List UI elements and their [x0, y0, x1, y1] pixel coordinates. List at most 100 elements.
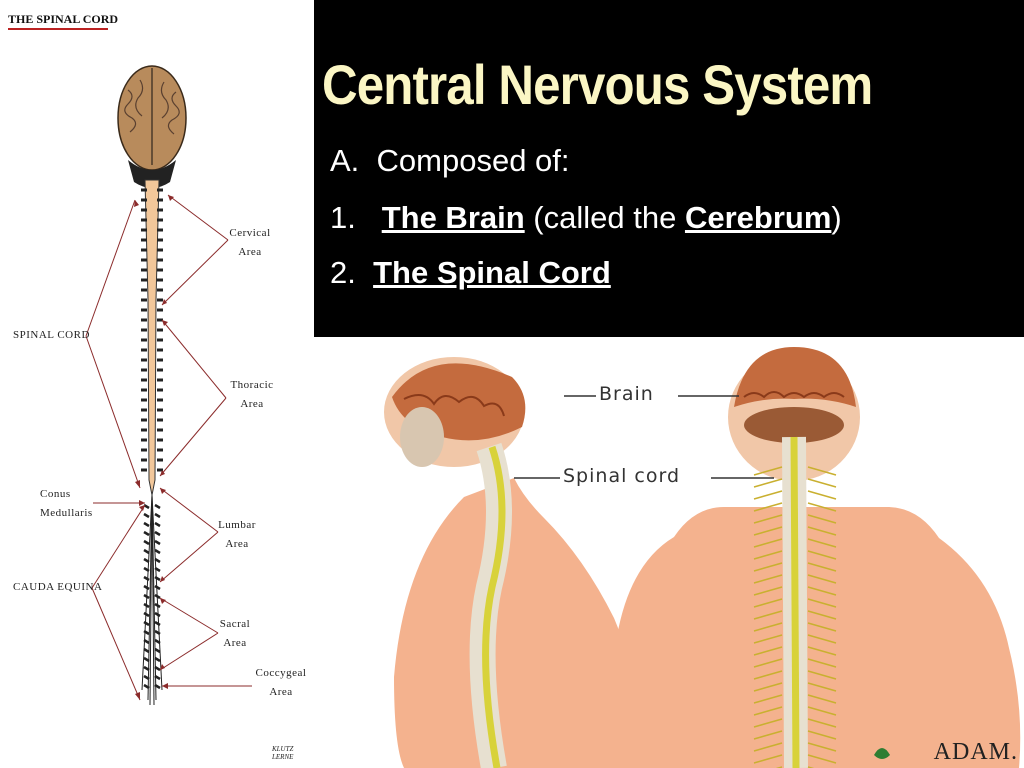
cauda-nerve: [143, 638, 150, 645]
spinal-nerve: [753, 598, 783, 608]
cauda-nerve: [143, 611, 150, 618]
cauda-nerve: [154, 584, 161, 591]
cauda-nerve: [143, 521, 150, 528]
spinal-nerve: [807, 550, 837, 560]
cauda-nerve: [143, 539, 150, 546]
diagram-title: THE SPINAL CORD: [8, 12, 119, 26]
spinal-nerve: [753, 562, 783, 572]
spinal-nerve: [807, 730, 837, 740]
cauda-nerve: [154, 593, 161, 600]
cauda-nerve: [154, 683, 161, 690]
spinal-cord-label: SPINAL CORD: [13, 329, 90, 341]
brain-label: Brain: [599, 383, 654, 405]
cauda-nerve: [154, 629, 161, 636]
cauda-nerve: [143, 593, 150, 600]
line-brain: 1. The Brain (called the Cerebrum): [330, 200, 842, 235]
slide-title: Central Nervous System: [322, 53, 873, 116]
spinal-nerve: [807, 706, 837, 716]
spinal-nerve: [753, 574, 783, 584]
cauda-nerve: [143, 620, 150, 627]
cauda-nerve: [143, 665, 150, 672]
spinal-nerve: [807, 646, 837, 656]
spinal-nerve: [807, 478, 837, 488]
cauda-nerve: [143, 683, 150, 690]
cauda-nerve: [154, 539, 161, 546]
term-brain: The Brain: [381, 200, 525, 235]
spinal-nerve: [807, 490, 837, 500]
spinal-nerve: [753, 586, 783, 596]
anatomy-figures: [384, 347, 1021, 768]
spinal-nerve: [807, 670, 837, 680]
spinal-nerve: [807, 598, 837, 608]
spinal-nerve: [753, 694, 783, 704]
spinal-nerve: [753, 742, 783, 752]
spinal-nerve: [807, 658, 837, 668]
spinal-nerve: [807, 682, 837, 692]
cauda-nerve: [143, 575, 150, 582]
spinal-nerve: [807, 718, 837, 728]
cauda-nerve: [154, 647, 161, 654]
spinal-nerve: [807, 574, 837, 584]
spinal-nerve: [807, 466, 837, 476]
artist-signature: KLUTZ LERNE: [272, 745, 294, 761]
cauda-nerve: [154, 557, 161, 564]
spinal-nerve: [753, 718, 783, 728]
cauda-nerve: [143, 584, 150, 591]
spinal-nerve: [807, 514, 837, 524]
spinal-nerve: [807, 526, 837, 536]
cauda-nerve: [154, 602, 161, 609]
cauda-nerve: [143, 557, 150, 564]
spinal-nerve: [753, 490, 783, 500]
spinal-nerve: [807, 586, 837, 596]
cauda-nerve: [143, 566, 150, 573]
cauda-nerve: [154, 566, 161, 573]
spinal-nerve: [753, 634, 783, 644]
spinal-nerve: [753, 550, 783, 560]
line-spinal-cord: 2. The Spinal Cord: [330, 255, 611, 290]
cauda-nerve: [154, 530, 161, 537]
cauda-nerve: [143, 629, 150, 636]
spinal-nerve: [753, 526, 783, 536]
spinal-nerve: [753, 478, 783, 488]
spinal-nerve: [753, 622, 783, 632]
term-spinal-cord: The Spinal Cord: [373, 255, 611, 290]
cauda-nerve: [143, 530, 150, 537]
cauda-nerve: [154, 548, 161, 555]
cauda-nerve: [143, 647, 150, 654]
cauda-nerve: [143, 602, 150, 609]
spinal-nerve: [807, 562, 837, 572]
spinal-nerve: [753, 706, 783, 716]
spinal-cord-anatomy-label: Spinal cord: [563, 465, 681, 487]
cauda-nerve: [154, 611, 161, 618]
spinal-nerve: [807, 610, 837, 620]
adam-brand-logo: ADAM.: [933, 739, 1018, 765]
spinal-cord-illustration: [85, 65, 252, 706]
spinal-nerve: [753, 682, 783, 692]
spinal-nerve: [807, 754, 837, 764]
cauda-nerve: [154, 503, 161, 510]
spinal-nerve: [807, 634, 837, 644]
spinal-nerve: [753, 754, 783, 764]
spinal-nerve: [807, 502, 837, 512]
spinal-nerve: [753, 730, 783, 740]
title-underline: [8, 28, 108, 30]
cauda-nerve: [154, 656, 161, 663]
cauda-nerve: [154, 638, 161, 645]
cauda-nerve: [154, 674, 161, 681]
cauda-nerve: [154, 665, 161, 672]
spinal-nerve: [753, 670, 783, 680]
spinal-nerve: [753, 466, 783, 476]
spinal-nerve: [807, 622, 837, 632]
spinal-nerve: [807, 694, 837, 704]
spinal-nerve: [753, 610, 783, 620]
anatomy-illustration: Brain Spinal cord ADAM.: [314, 337, 1024, 768]
spinal-nerve: [807, 742, 837, 752]
term-cerebrum: Cerebrum: [684, 200, 832, 235]
